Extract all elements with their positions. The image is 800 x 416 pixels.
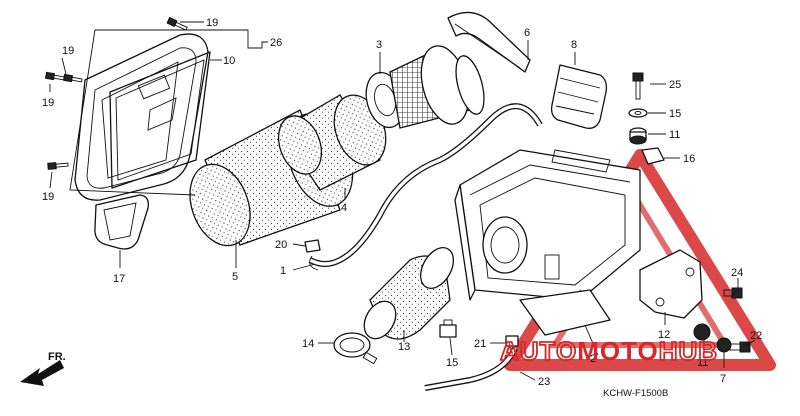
direction-label: FR.: [48, 351, 66, 363]
callout-3: 3: [376, 39, 382, 51]
callout-1: 1: [280, 265, 286, 277]
bolt-23: [723, 287, 743, 299]
callout-10: 10: [223, 55, 235, 67]
clip-20: [304, 239, 321, 253]
clip-15-top: [641, 147, 665, 165]
duct-seal: [94, 194, 149, 250]
callout-25: 22: [750, 330, 762, 342]
clip-15-lower: [439, 319, 457, 338]
callout-15-top: 16: [683, 153, 695, 165]
watermark-middle: MOTO: [577, 336, 659, 366]
breather-tube: [308, 103, 543, 271]
tube-band: [333, 332, 378, 365]
watermark-prefix: AUTO: [500, 336, 577, 366]
grommet-11-lower: [693, 323, 711, 341]
callout-7: 7: [720, 373, 726, 385]
clip-21: [505, 335, 519, 347]
callout-23: 24: [731, 267, 743, 279]
resonator: [550, 64, 608, 129]
callout-11-lower: 11: [697, 357, 708, 369]
callout-6: 6: [524, 27, 530, 39]
connecting-tube: [363, 247, 455, 340]
callout-2: 2: [590, 353, 596, 365]
callout-14: 15: [669, 108, 681, 120]
grommet-11-top: [629, 127, 647, 145]
air-cleaner-case: [454, 149, 641, 336]
watermark-suffix: HUB: [659, 336, 718, 366]
drain-tube: [424, 346, 518, 391]
callout-11-top: 11: [669, 129, 680, 141]
callout-12: 12: [658, 329, 670, 341]
diagram-code: KCHW-F1500B: [603, 388, 668, 399]
leader-lines: [49, 21, 756, 381]
air-cleaner-cover: [74, 33, 211, 201]
bolt-25: [729, 341, 751, 353]
watermark-text: AUTOMOTOHUB: [499, 335, 718, 367]
cover-screws: [44, 16, 188, 170]
callout-19-left: 19: [42, 97, 54, 109]
callout-8: 8: [571, 39, 577, 51]
collar-7: [716, 337, 732, 353]
callout-20: 20: [275, 239, 287, 251]
callout-22: 23: [538, 376, 550, 388]
callout-labels: 19 19 19 19 10 26 17 5 4 3 6 8 25 15 11 …: [42, 17, 762, 388]
bracket: [639, 249, 703, 319]
callout-15-lower: 15: [446, 357, 458, 369]
callout-13: 13: [398, 341, 410, 353]
washer-14: [628, 108, 648, 118]
filter-element: [365, 45, 485, 129]
callout-4: 4: [341, 202, 347, 214]
callout-16: 17: [113, 273, 125, 285]
callout-19-upper-left: 19: [62, 45, 74, 57]
callout-17: 14: [302, 338, 314, 350]
callout-26: 26: [270, 37, 282, 49]
front-direction-arrow: FR.: [20, 351, 66, 386]
callout-24: 25: [669, 79, 681, 91]
holder-strap: [447, 11, 531, 73]
callout-5: 5: [232, 271, 238, 283]
callout-19-top: 19: [206, 17, 218, 29]
callout-19-lower-left: 19: [42, 191, 54, 203]
callout-21: 21: [474, 338, 486, 350]
svg-text:AUTOMOTOHUB: AUTOMOTOHUB: [500, 336, 718, 366]
mounting-bolt-24: [632, 72, 644, 100]
